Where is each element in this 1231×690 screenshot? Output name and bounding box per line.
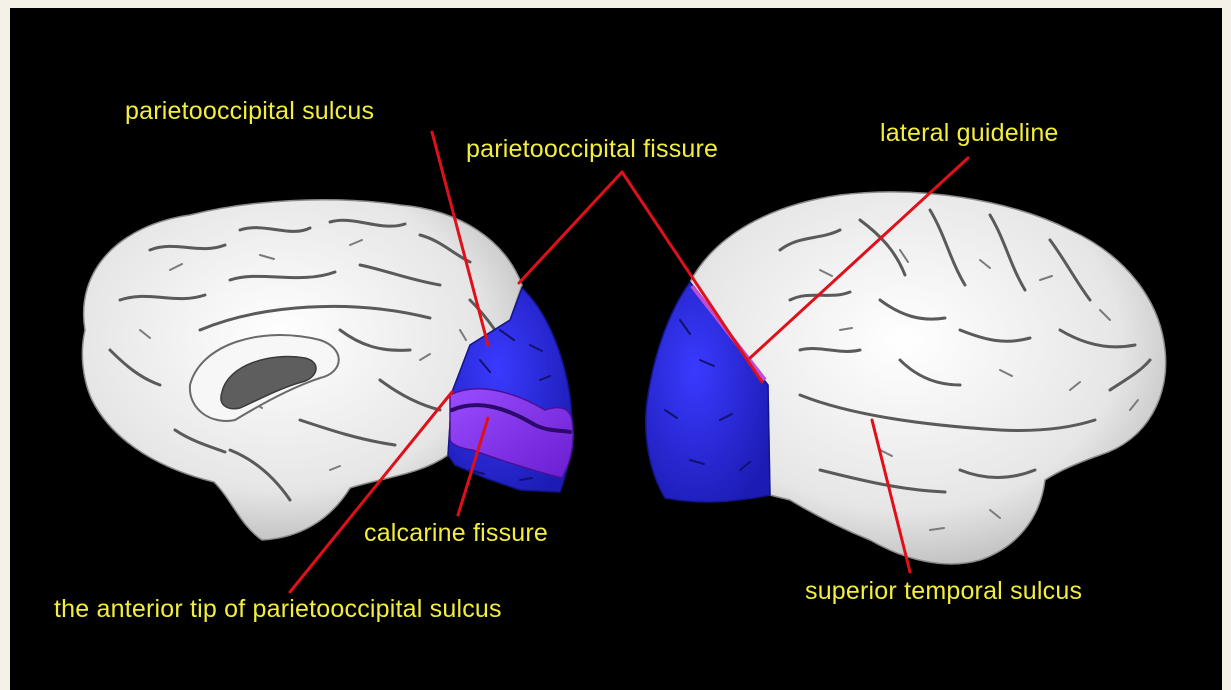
left-hemisphere-medial <box>82 200 573 540</box>
label-parietooccipital-sulcus: parietooccipital sulcus <box>125 97 374 125</box>
label-superior-temporal-sulcus: superior temporal sulcus <box>805 577 1082 605</box>
label-anterior-tip: the anterior tip of parietooccipital sul… <box>54 595 502 623</box>
right-hemisphere-lateral <box>646 192 1166 564</box>
leader-fissure-left <box>519 172 622 283</box>
label-parietooccipital-fissure: parietooccipital fissure <box>466 135 718 163</box>
label-calcarine-fissure: calcarine fissure <box>364 519 548 547</box>
label-lateral-guideline: lateral guideline <box>880 119 1059 147</box>
